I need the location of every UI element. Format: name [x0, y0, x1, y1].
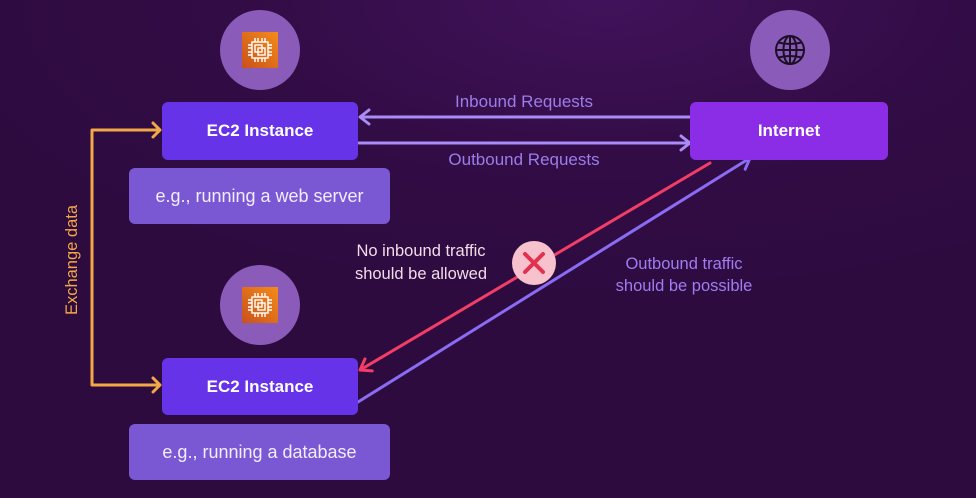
allowed-outbound-label-line1: Outbound traffic: [625, 255, 743, 273]
exchange-data-line: [90, 128, 161, 387]
web-server-description-box: e.g., running a web server: [129, 168, 390, 224]
exchange-data-bracket: [90, 121, 162, 394]
ec2-chip-graphic: [248, 38, 272, 62]
database-ec2-label: EC2 Instance: [206, 376, 314, 396]
outbound-requests-arrow: [357, 134, 692, 152]
internet-label: Internet: [757, 121, 821, 140]
database-ec2-box: EC2 Instance: [162, 358, 358, 415]
web-server-ec2-label: EC2 Instance: [206, 121, 314, 140]
database-description-box: e.g., running a database: [129, 424, 390, 480]
web-server-description: e.g., running a web server: [155, 185, 364, 206]
database-description: e.g., running a database: [162, 441, 357, 462]
inbound-requests-arrow: [358, 108, 692, 126]
allowed-outbound-label-line2: should be possible: [615, 277, 753, 295]
blocked-inbound-label-line1: No inbound traffic: [356, 242, 486, 260]
allowed-outbound-line: [356, 157, 751, 404]
internet-box: Internet: [690, 102, 888, 160]
blocked-inbound-label-line2: should be allowed: [354, 265, 488, 283]
exchange-data-label: Exchange data: [63, 204, 81, 316]
web-server-ec2-box: EC2 Instance: [162, 102, 358, 160]
web-server-icon-circle: [220, 10, 300, 90]
exchange-data-arrowhead-bottom: [151, 376, 162, 394]
blocked-x-stroke-2: [523, 252, 545, 274]
inbound-requests-arrowhead: [358, 108, 371, 126]
blocked-x-icon: [512, 241, 556, 285]
blocked-inbound-arrowhead: [358, 357, 374, 373]
ec2-icon: [242, 287, 278, 323]
ec2-icon: [242, 32, 278, 68]
database-icon-circle: [220, 265, 300, 345]
exchange-data-arrowhead-top: [151, 121, 162, 139]
outbound-requests-label: Outbound Requests: [448, 150, 600, 169]
globe-icon: [775, 35, 805, 65]
inbound-requests-label: Inbound Requests: [455, 92, 593, 111]
internet-icon-circle: [750, 10, 830, 90]
ec2-chip-graphic: [248, 293, 272, 317]
